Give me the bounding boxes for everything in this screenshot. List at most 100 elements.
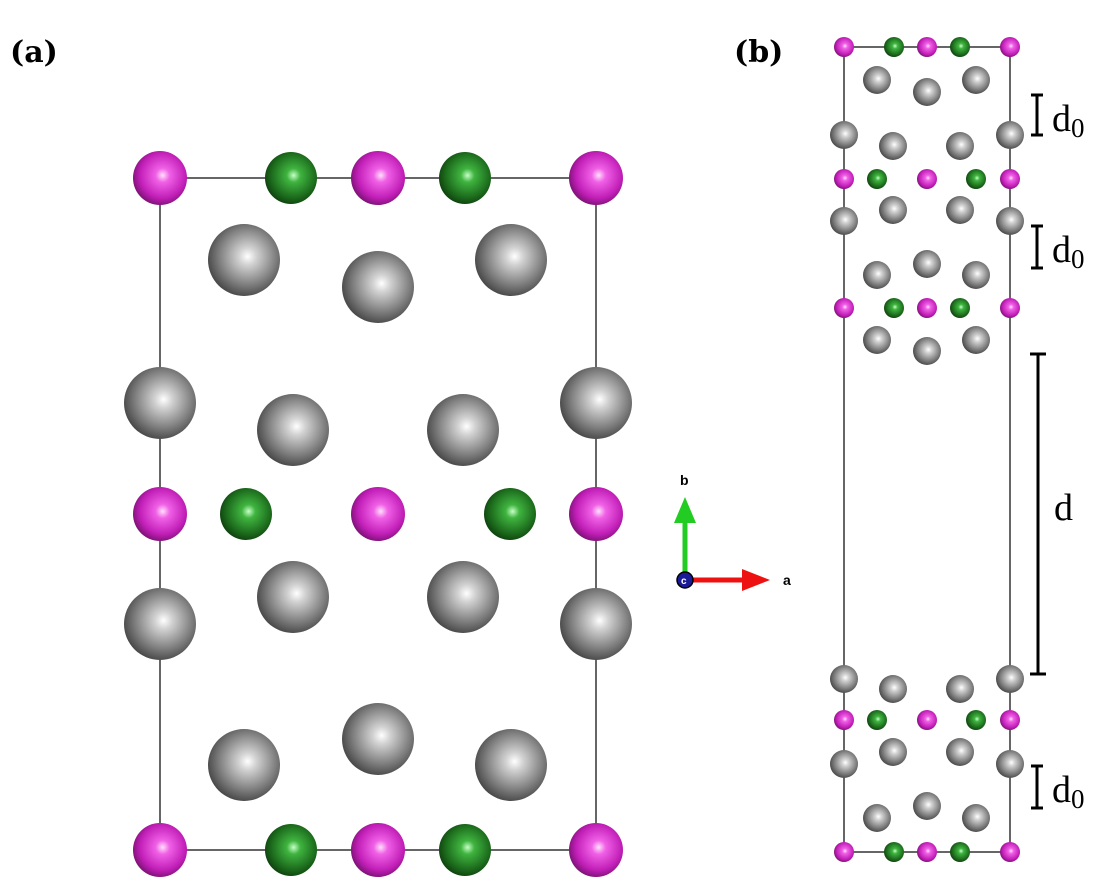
grey-atom	[879, 675, 907, 703]
grey-atom	[124, 588, 196, 660]
a-axis-arrow-head	[742, 569, 770, 591]
green-atom	[884, 37, 904, 57]
grey-atom	[879, 132, 907, 160]
magenta-atom	[917, 298, 937, 318]
green-atom	[265, 152, 317, 204]
magenta-atom	[1000, 169, 1020, 189]
d0-label-2: d	[1052, 229, 1071, 271]
grey-atom	[830, 121, 858, 149]
grey-atom	[962, 261, 990, 289]
green-atom	[265, 824, 317, 876]
grey-atom	[863, 261, 891, 289]
grey-atom	[342, 251, 414, 323]
green-atom	[867, 169, 887, 189]
grey-atom	[913, 78, 941, 106]
svg-text:d0: d0	[1052, 229, 1085, 274]
d0-label-3: d	[1052, 769, 1071, 811]
green-atom	[439, 152, 491, 204]
atoms-panel-a	[124, 151, 632, 877]
green-atom	[950, 842, 970, 862]
magenta-atom	[834, 169, 854, 189]
axis-triad: c b a	[674, 472, 791, 591]
green-atom	[950, 298, 970, 318]
magenta-atom	[834, 842, 854, 862]
grey-atom	[913, 792, 941, 820]
b-axis-arrow-head	[674, 497, 696, 523]
grey-atom	[962, 326, 990, 354]
magenta-atom	[133, 151, 187, 205]
unit-cell-b	[843, 46, 1011, 853]
grey-atom	[863, 66, 891, 94]
svg-text:d0: d0	[1052, 98, 1085, 143]
magenta-atom	[917, 842, 937, 862]
c-axis-dot	[676, 571, 694, 589]
magenta-atom	[917, 169, 937, 189]
grey-atom	[830, 207, 858, 235]
d-bracket: d	[1030, 352, 1073, 676]
grey-atom	[830, 750, 858, 778]
magenta-atom	[917, 710, 937, 730]
grey-atom	[208, 224, 280, 296]
grey-atom	[257, 394, 329, 466]
panel-label-b: (b)	[734, 35, 783, 70]
grey-atom	[913, 337, 941, 365]
green-atom	[966, 169, 986, 189]
atoms-panel-b	[830, 37, 1024, 862]
d0-label-1: d	[1052, 98, 1071, 140]
magenta-atom	[834, 37, 854, 57]
grey-atom	[996, 750, 1024, 778]
grey-atom	[257, 561, 329, 633]
grey-atom	[208, 729, 280, 801]
grey-atom	[946, 738, 974, 766]
d0-bracket-1: d0	[1031, 93, 1085, 143]
green-atom	[439, 824, 491, 876]
green-atom	[484, 488, 536, 540]
green-atom	[867, 710, 887, 730]
magenta-atom	[1000, 842, 1020, 862]
grey-atom	[830, 665, 858, 693]
c-axis-label: c	[681, 576, 687, 587]
grey-atom	[996, 665, 1024, 693]
magenta-atom	[133, 823, 187, 877]
grey-atom	[427, 561, 499, 633]
green-atom	[220, 488, 272, 540]
magenta-atom	[569, 151, 623, 205]
grey-atom	[879, 196, 907, 224]
magenta-atom	[1000, 298, 1020, 318]
grey-atom	[560, 588, 632, 660]
grey-atom	[996, 121, 1024, 149]
grey-atom	[124, 367, 196, 439]
grey-atom	[475, 729, 547, 801]
magenta-atom	[569, 487, 623, 541]
magenta-atom	[351, 823, 405, 877]
magenta-atom	[569, 823, 623, 877]
a-axis-label: a	[783, 572, 791, 588]
grey-atom	[913, 250, 941, 278]
grey-atom	[962, 804, 990, 832]
grey-atom	[863, 326, 891, 354]
green-atom	[884, 842, 904, 862]
svg-text:d0: d0	[1052, 769, 1085, 814]
grey-atom	[863, 804, 891, 832]
magenta-atom	[1000, 710, 1020, 730]
grey-atom	[946, 132, 974, 160]
grey-atom	[560, 367, 632, 439]
magenta-atom	[1000, 37, 1020, 57]
grey-atom	[475, 224, 547, 296]
d-label: d	[1054, 487, 1073, 529]
magenta-atom	[834, 298, 854, 318]
panel-label-a: (a)	[10, 35, 58, 70]
grey-atom	[879, 738, 907, 766]
green-atom	[884, 298, 904, 318]
magenta-atom	[351, 487, 405, 541]
grey-atom	[427, 394, 499, 466]
grey-atom	[342, 703, 414, 775]
grey-atom	[946, 675, 974, 703]
grey-atom	[962, 66, 990, 94]
magenta-atom	[351, 151, 405, 205]
green-atom	[950, 37, 970, 57]
d0-bracket-2: d0	[1031, 224, 1085, 274]
magenta-atom	[834, 710, 854, 730]
magenta-atom	[917, 37, 937, 57]
